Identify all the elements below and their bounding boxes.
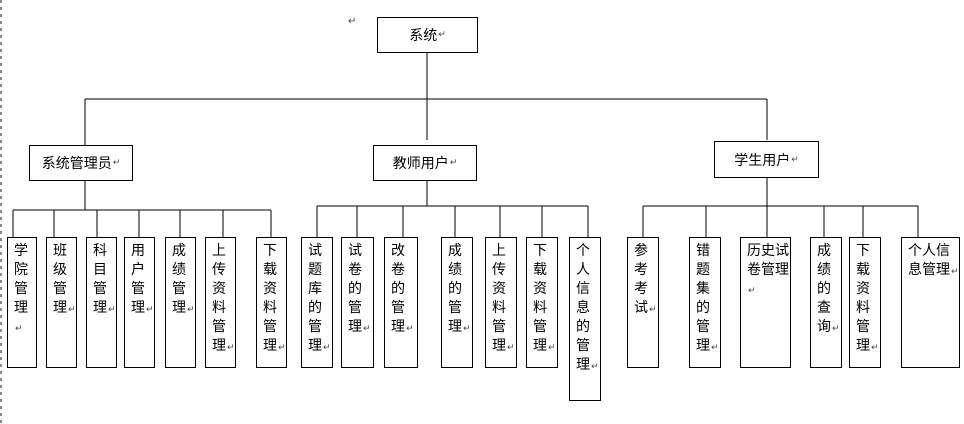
student-item-grade-query: 成绩的查询↵ [810,237,842,368]
teacher-item-paper: 试卷的管理↵ [341,237,374,368]
teacher-item-question-bank: 试题库的管理↵ [301,237,333,368]
student-node: 学生用户↵ [714,141,819,178]
page-margin-guide [0,0,2,424]
student-item-wrong-questions: 错题集的管理↵ [689,237,721,368]
admin-item-download: 下载资料管理↵ [256,237,287,368]
teacher-item-personal-info: 个人信息的管理↵ [569,237,601,401]
admin-item-upload: 上传资料管理↵ [205,237,236,368]
teacher-item-upload: 上传资料管理↵ [485,237,517,368]
student-item-history-papers: 历史试卷管理↵ [740,237,791,368]
return-mark: ↵ [112,158,121,168]
return-mark: ↵ [438,30,446,40]
student-item-take-exam: 参考考试↵ [627,237,659,368]
admin-item-class: 班级管理↵ [46,237,77,368]
root-label: 系统 [409,28,438,44]
root-node: 系统↵ [377,17,478,53]
student-item-personal-info: 个人信息管理↵ [901,237,960,368]
teacher-item-grade: 成绩的管理↵ [441,237,473,368]
admin-label: 系统管理员 [41,156,112,172]
admin-item-user: 用户管理↵ [124,237,155,368]
student-label: 学生用户 [734,152,791,169]
admin-item-grade: 成绩管理↵ [165,237,196,368]
teacher-item-marking: 改卷的管理↵ [384,237,418,368]
admin-node: 系统管理员↵ [29,145,133,181]
teacher-node: 教师用户↵ [373,145,477,181]
admin-item-college: 学院管理↵ [7,237,37,368]
paragraph-mark: ↵ [348,16,357,27]
teacher-item-download: 下载资料管理↵ [526,237,558,368]
student-item-download: 下载资料管理↵ [849,237,881,368]
return-mark: ↵ [449,158,458,168]
admin-item-subject: 科目管理↵ [86,237,117,368]
return-mark: ↵ [791,154,799,165]
teacher-label: 教师用户 [392,156,449,172]
